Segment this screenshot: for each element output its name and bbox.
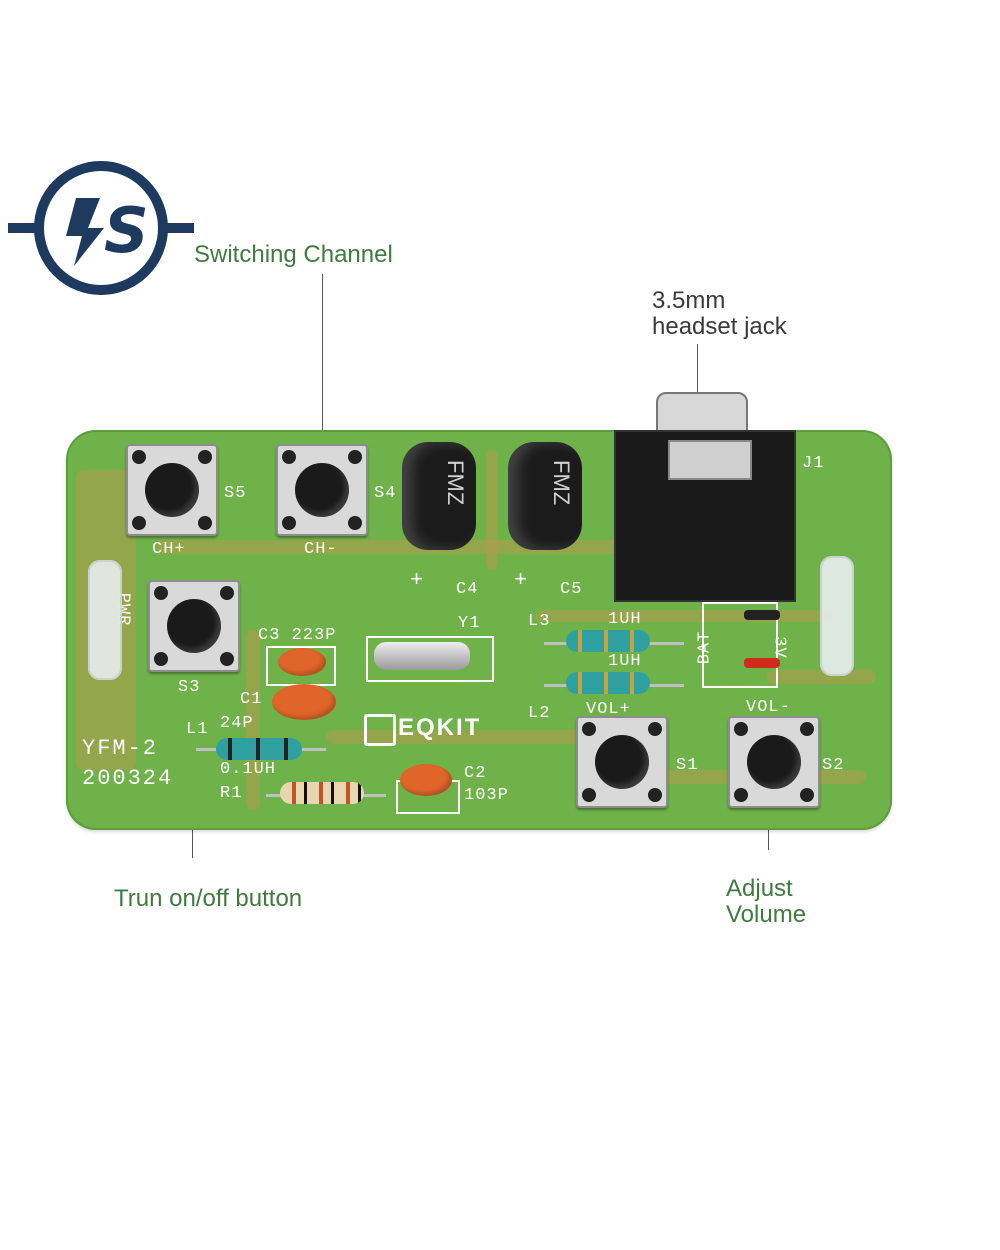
label-l3: L3 — [528, 612, 551, 631]
capacitor-c3 — [278, 648, 326, 676]
copper-trace — [246, 630, 260, 810]
label-model: YFM-2 — [82, 736, 159, 761]
label-c2-value: 103P — [464, 786, 509, 805]
brand-name: EQKIT — [398, 714, 482, 741]
label-c1: C1 — [240, 690, 263, 709]
y1-footprint — [366, 636, 494, 682]
brand-logo-icon: S — [8, 161, 194, 295]
label-vol-plus: VOL+ — [586, 700, 631, 719]
nylon-spacer-right — [820, 556, 854, 676]
label-l2: L2 — [528, 704, 551, 723]
label-s2: S2 — [822, 756, 845, 775]
crystal-y1 — [374, 642, 470, 670]
battery-wire-negative — [744, 610, 780, 620]
leader-line-channel — [322, 274, 323, 470]
volume-down-button-s2[interactable] — [728, 716, 820, 808]
channel-up-button-s5[interactable] — [126, 444, 218, 536]
jack-contact — [668, 440, 752, 480]
volume-up-button-s1[interactable] — [576, 716, 668, 808]
capacitor-c4: FMZ — [402, 442, 476, 550]
callout-power-button: Trun on/off button — [114, 885, 303, 912]
label-ch-plus: CH+ — [152, 540, 186, 559]
capacitor-c2 — [400, 764, 452, 796]
label-c5: C5 — [560, 580, 583, 599]
channel-down-button-s4[interactable] — [276, 444, 368, 536]
logo-letter: S — [104, 194, 149, 267]
capacitor-c1 — [272, 684, 336, 720]
inductor-l3 — [566, 630, 650, 652]
inductor-l2 — [566, 672, 650, 694]
callout-headset-jack: 3.5mm headset jack — [652, 287, 787, 340]
brand-mark-icon — [364, 714, 396, 746]
copper-trace — [536, 610, 836, 622]
battery-footprint — [702, 602, 778, 688]
label-c2: C2 — [464, 764, 487, 783]
label-l3-value: 1UH — [608, 610, 642, 629]
label-ch-minus: CH- — [304, 540, 338, 559]
label-s5: S5 — [224, 484, 247, 503]
label-j1: J1 — [802, 454, 825, 473]
leader-line-jack — [697, 344, 698, 394]
copper-trace — [766, 670, 876, 684]
resistor-r1 — [280, 782, 364, 804]
label-l1-value: 0.1UH — [220, 760, 277, 779]
callout-adjust-volume: Adjust Volume — [726, 875, 807, 928]
button-cap — [145, 463, 199, 517]
label-s4: S4 — [374, 484, 397, 503]
label-s3: S3 — [178, 678, 201, 697]
inductor-l1 — [216, 738, 302, 760]
copper-trace — [486, 450, 498, 570]
power-button-s3[interactable] — [148, 580, 240, 672]
label-c4: C4 — [456, 580, 479, 599]
button-cap — [747, 735, 801, 789]
label-c3: C3 223P — [258, 626, 337, 645]
label-s1: S1 — [676, 756, 699, 775]
label-l2-value: 1UH — [608, 652, 642, 671]
label-r1: R1 — [220, 784, 243, 803]
label-vol-minus: VOL- — [746, 698, 791, 717]
label-c1-value: 24P — [220, 714, 254, 733]
nylon-spacer-left — [88, 560, 122, 680]
button-cap — [295, 463, 349, 517]
button-cap — [167, 599, 221, 653]
label-l1: L1 — [186, 720, 209, 739]
button-cap — [595, 735, 649, 789]
label-c4-plus: + — [410, 568, 426, 593]
copper-trace — [156, 540, 656, 554]
label-date: 200324 — [82, 766, 174, 791]
label-c5-plus: + — [514, 568, 530, 593]
capacitor-c5: FMZ — [508, 442, 582, 550]
copper-trace — [326, 730, 626, 744]
label-y1: Y1 — [458, 614, 481, 633]
callout-switching-channel: Switching Channel — [194, 241, 393, 268]
battery-wire-positive — [744, 658, 780, 668]
